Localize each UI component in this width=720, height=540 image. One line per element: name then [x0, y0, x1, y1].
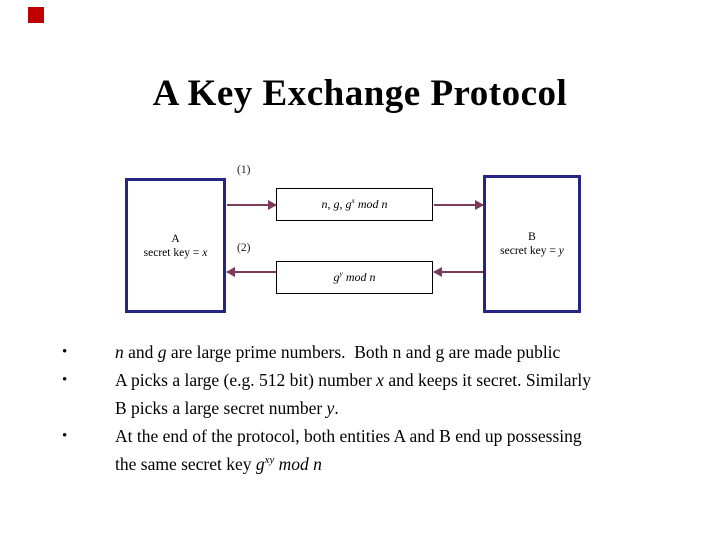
entity-b-name: B — [528, 231, 536, 243]
step-2-label: (2) — [237, 242, 251, 254]
bullet-item-3: • At the end of the protocol, both entit… — [62, 422, 668, 478]
entity-box-b: B secret key = y — [483, 175, 581, 313]
page-title: A Key Exchange Protocol — [152, 73, 568, 114]
message-1-text: n, g, gx mod n — [321, 196, 388, 211]
logo-mark — [28, 7, 44, 23]
bullet-text-3: At the end of the protocol, both entitie… — [115, 426, 582, 474]
message-2-text: gy mod n — [333, 269, 376, 284]
message-box-2: gy mod n — [276, 261, 433, 294]
bullet-item-2: • A picks a large (e.g. 512 bit) number … — [62, 366, 668, 422]
bullet-list: • n and g are large prime numbers. Both … — [62, 338, 668, 478]
entity-a-secret-key: secret key = x — [143, 246, 208, 259]
entity-a-name: A — [171, 232, 180, 245]
bullet-marker: • — [62, 344, 68, 360]
entity-box-a: A secret key = x — [125, 178, 226, 313]
bullet-text-1: n and g are large prime numbers. Both n … — [115, 342, 561, 362]
bullet-marker: • — [62, 372, 68, 388]
step-1-label: (1) — [237, 164, 251, 176]
arrow-b-to-message2 — [433, 267, 483, 277]
arrow-message1-to-b — [434, 200, 484, 210]
arrow-message2-to-a — [226, 267, 276, 277]
arrow-a-to-message1 — [227, 200, 277, 210]
bullet-marker: • — [62, 428, 68, 444]
bullet-text-2: A picks a large (e.g. 512 bit) number x … — [115, 370, 591, 418]
entity-b-secret-key: secret key = y — [500, 245, 564, 257]
bullet-item-1: • n and g are large prime numbers. Both … — [62, 338, 668, 366]
message-box-1: n, g, gx mod n — [276, 188, 433, 221]
